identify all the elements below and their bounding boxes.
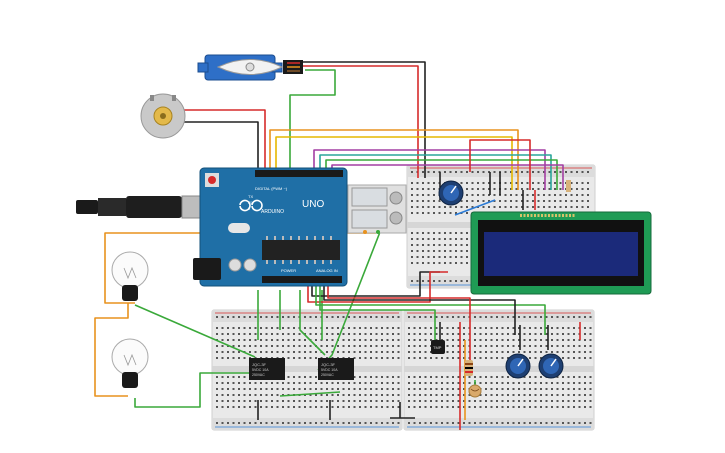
wire-green-bulb-1 <box>134 304 256 358</box>
digital-label: DIGITAL (PWM ~) <box>255 186 288 191</box>
wire-orange-bulb-2 <box>94 303 129 397</box>
relay-1-line2: 5VDC 10A <box>252 368 269 372</box>
wire-motor-red <box>182 109 266 172</box>
relay-1: JQC-3F 5VDC 10A 250VAC <box>249 358 285 380</box>
wire-green-bulb-2 <box>134 372 250 408</box>
servo-motor <box>197 54 303 81</box>
brand-label: ARDUINO <box>261 209 284 215</box>
arduino-uno-board: DIGITAL (PWM ~) POWER ANALOG IN ARDUINO … <box>193 167 348 287</box>
wire-teal-top <box>319 154 552 190</box>
wire-servo-red <box>300 65 419 178</box>
light-bulb-1 <box>111 251 149 301</box>
wire-servo-black <box>300 61 426 178</box>
potentiometer-top <box>438 180 464 206</box>
button-module <box>347 184 407 234</box>
analog-label: ANALOG IN <box>316 268 338 273</box>
wire-green-top <box>325 159 558 190</box>
relay-2-line2: 5VDC 10A <box>321 368 338 372</box>
relay-2: JQC-3F 5VDC 10A 250VAC <box>318 358 354 380</box>
photoresistor <box>468 384 482 398</box>
usb-cable <box>76 195 208 219</box>
breadboard-bottom-right <box>403 309 595 431</box>
resistor-top <box>566 180 571 192</box>
rx-label: RX <box>248 200 254 205</box>
l-label: L <box>248 206 251 211</box>
potentiometer-bottom-1 <box>505 353 531 379</box>
wire-servo-green <box>289 69 336 172</box>
potentiometer-bottom-2 <box>538 353 564 379</box>
light-bulb-2 <box>111 338 149 388</box>
tmp-label: TMP <box>433 345 442 350</box>
relay-2-line3: 250VAC <box>321 373 334 377</box>
relay-1-line1: JQC-3F <box>252 362 267 367</box>
resistor <box>465 360 473 376</box>
dc-motor <box>140 93 186 139</box>
wire-red-top <box>469 139 531 190</box>
breadboard-bottom-left <box>211 309 403 431</box>
wire-motor-black <box>182 121 259 172</box>
wire-yellow-top <box>275 136 513 190</box>
power-label: POWER <box>281 268 296 273</box>
lcd-display <box>470 211 652 295</box>
temperature-sensor: TMP <box>431 340 445 354</box>
relay-1-line3: 250VAC <box>252 373 265 377</box>
tx-label: TX <box>248 194 253 199</box>
model-label: UNO <box>302 199 324 210</box>
wire-purple-top-1 <box>313 149 546 190</box>
relay-2-line1: JQC-3F <box>321 362 336 367</box>
